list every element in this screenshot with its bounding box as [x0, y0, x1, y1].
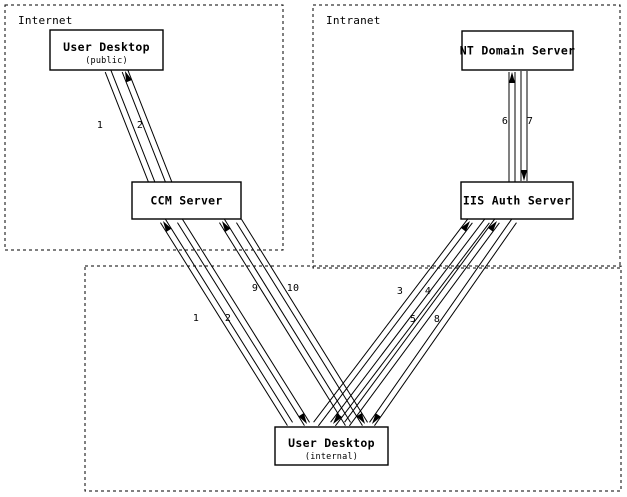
zone-label-intranet: Intranet [326, 14, 381, 27]
flow-line-flow-9-b [224, 219, 351, 423]
node-sublabel-user-desktop-internal: (internal) [305, 452, 358, 462]
flow-label-flow-7: 7 [527, 116, 533, 127]
flow-line-flow-3-a [313, 218, 469, 423]
zone-label-internet: Internet [18, 14, 73, 27]
arrow-head-icon-flow-4 [333, 413, 343, 424]
zone-boundary-internal [84, 265, 622, 492]
node-label-ccm-server: CCM Server [150, 194, 222, 208]
node-label-nt-domain-server: NT Domain Server [460, 44, 576, 58]
flow-line-flow-9-a [219, 222, 346, 426]
flow-flow-9 [219, 219, 351, 426]
node-user-desktop-public[interactable]: User Desktop (public) [49, 29, 164, 71]
arrow-head-icon-flow-3 [460, 221, 470, 232]
flow-labels-layer: 1 2 1 2 9 10 3 4 5 8 6 7 [97, 116, 533, 325]
flow-line-flow-8-b [369, 218, 512, 423]
zone-boundary-intranet [312, 4, 621, 269]
zone-internet: Internet [4, 4, 284, 251]
flow-flow-4 [330, 218, 490, 427]
node-label-user-desktop-internal: User Desktop [288, 436, 375, 450]
node-box-user-desktop-internal[interactable] [274, 426, 389, 466]
flow-label-flow-10: 10 [287, 283, 299, 294]
flow-flow-1-internal [160, 219, 293, 426]
flow-flow-2-internal [177, 219, 310, 426]
node-label-iis-auth-server: IIS Auth Server [463, 194, 571, 208]
arrow-head-icon-flow-2-public [125, 71, 132, 83]
node-user-desktop-internal[interactable]: User Desktop (internal) [274, 426, 389, 466]
flow-line-flow-8-a [374, 222, 517, 427]
flow-label-flow-3: 3 [397, 286, 403, 297]
flow-line-flow-10-b [236, 222, 363, 426]
node-box-user-desktop-public[interactable] [49, 29, 164, 71]
node-iis-auth-server[interactable]: IIS Auth Server [460, 181, 574, 220]
flow-line-flow-4-a [334, 222, 490, 427]
arrow-head-icon-flow-6 [508, 72, 516, 83]
flow-line-flow-2-internal-a [182, 219, 310, 423]
nodes-layer: User Desktop (public) CCM Server NT Domain … [49, 29, 576, 466]
zone-internal [84, 265, 622, 492]
flow-line-flow-5-b [349, 222, 500, 427]
flows-layer [104, 69, 528, 427]
arrow-head-icon-flow-8 [372, 413, 381, 424]
arrow-head-icon-flow-5 [487, 221, 497, 232]
flow-line-flow-4-b [330, 218, 486, 423]
node-label-user-desktop-public: User Desktop [63, 40, 150, 54]
flow-line-flow-1-internal-a [160, 222, 288, 426]
flow-line-flow-3-b [317, 222, 473, 427]
node-box-nt-domain-server[interactable] [461, 30, 574, 71]
node-box-ccm-server[interactable] [131, 181, 242, 220]
flow-line-flow-10-a [241, 219, 368, 423]
arrow-head-icon-flow-7 [520, 170, 528, 181]
flow-label-flow-2-internal: 2 [225, 313, 231, 324]
flow-line-flow-1-internal-b [165, 219, 293, 423]
arrow-head-icon-flow-2-internal [298, 413, 307, 424]
zone-boundary-internet [4, 4, 284, 251]
zones-layer: Internet Intranet [4, 4, 622, 492]
arrow-head-icon-flow-9 [222, 221, 231, 232]
flow-label-flow-6: 6 [502, 116, 508, 127]
flow-label-flow-9: 9 [252, 283, 258, 294]
flow-flow-5 [344, 218, 500, 427]
flow-flow-6 [508, 72, 516, 182]
node-nt-domain-server[interactable]: NT Domain Server [460, 30, 576, 71]
flow-label-flow-8: 8 [434, 314, 440, 325]
flow-label-flow-4: 4 [425, 286, 431, 297]
flow-label-flow-1-public: 1 [97, 120, 103, 131]
flow-flow-7 [520, 71, 528, 181]
node-box-iis-auth-server[interactable] [460, 181, 574, 220]
zone-intranet: Intranet [312, 4, 621, 269]
flow-flow-3 [313, 218, 473, 427]
flow-line-flow-2-internal-b [177, 222, 305, 426]
flow-label-flow-5: 5 [410, 314, 416, 325]
flow-flow-10 [236, 219, 368, 426]
arrow-head-icon-flow-1-internal [163, 221, 172, 232]
flow-line-flow-5-a [344, 218, 495, 423]
node-sublabel-user-desktop-public: (public) [85, 56, 128, 66]
flow-label-flow-2-public: 2 [137, 120, 143, 131]
node-ccm-server[interactable]: CCM Server [131, 181, 242, 220]
flow-flow-8 [369, 218, 517, 427]
flow-label-flow-1-internal: 1 [193, 313, 199, 324]
arrow-head-icon-flow-10 [356, 413, 365, 424]
